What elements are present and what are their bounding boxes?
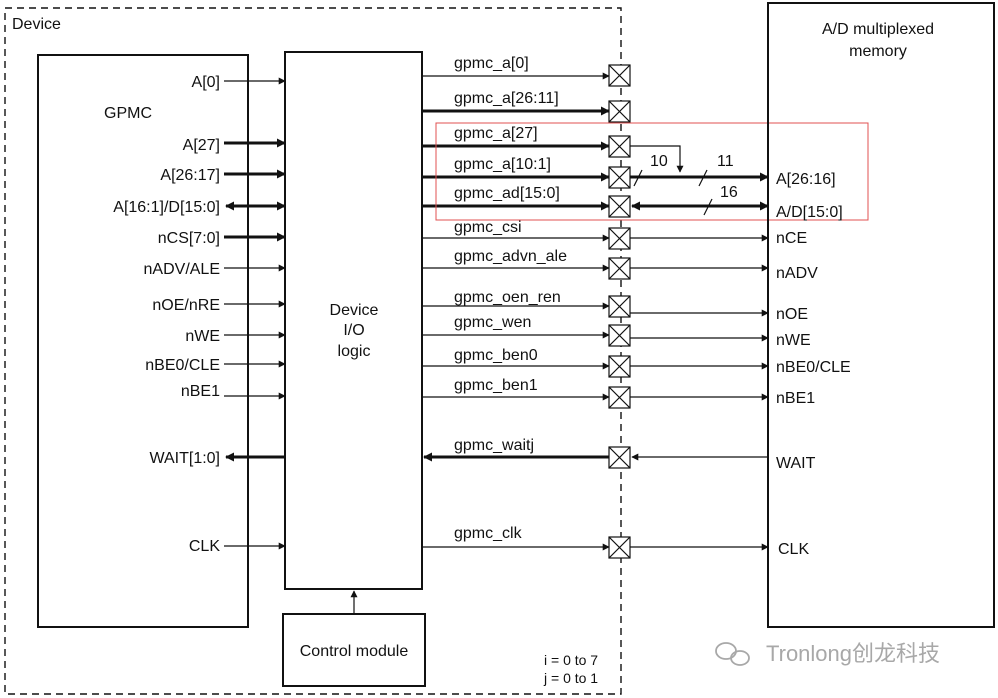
gpmc-pin-nwe: nWE (185, 328, 220, 345)
tick-16 (703, 198, 713, 216)
mem-pin-wait: WAIT (776, 455, 816, 472)
gpmc-block (37, 54, 249, 628)
gpmc-pin-clk: CLK (189, 538, 220, 555)
pad-box (608, 446, 631, 469)
gpmc-pin-nbe1: nBE1 (181, 383, 220, 400)
mem-pin-nce: nCE (776, 230, 807, 247)
memory-title-line1: A/D multiplexed (822, 21, 934, 38)
sig-gpmc-csi: gpmc_csi (454, 219, 522, 236)
mem-pin-clk: CLK (778, 541, 809, 558)
pad-box (608, 135, 631, 158)
mem-pin-a26-16: A[26:16] (776, 171, 836, 188)
gpmc-pin-nadv-ale: nADV/ALE (144, 261, 220, 278)
device-label: Device (12, 16, 61, 33)
sig-gpmc-a27: gpmc_a[27] (454, 125, 538, 142)
bus-width-10: 10 (650, 153, 668, 170)
pad-box (608, 355, 631, 378)
pad-box (608, 386, 631, 409)
pad-box (608, 100, 631, 123)
sig-gpmc-waitj: gpmc_waitj (454, 437, 534, 454)
sig-gpmc-ben1: gpmc_ben1 (454, 377, 538, 394)
gpmc-io-connections (224, 77, 286, 550)
sig-gpmc-wen: gpmc_wen (454, 314, 531, 331)
sig-gpmc-a0: gpmc_a[0] (454, 55, 529, 72)
sig-gpmc-oen-ren: gpmc_oen_ren (454, 289, 561, 306)
sig-gpmc-clk: gpmc_clk (454, 525, 523, 542)
memory-title-line2: memory (849, 43, 907, 60)
memory-connections (630, 145, 769, 551)
pad-box (608, 227, 631, 250)
mem-pin-nbe1: nBE1 (776, 390, 815, 407)
tick-10 (633, 169, 643, 187)
note-i-range: i = 0 to 7 (544, 652, 598, 668)
pad-box (608, 295, 631, 318)
gpmc-pin-a26-17: A[26:17] (160, 167, 220, 184)
mem-pin-nadv: nADV (776, 265, 818, 282)
gpmc-pin-nbe0-cle: nBE0/CLE (145, 357, 220, 374)
memory-block (767, 2, 995, 628)
io-logic-line2: I/O (343, 322, 364, 339)
signal-lines (422, 72, 610, 551)
line-a27-merge (630, 145, 684, 173)
note-j-range: j = 0 to 1 (543, 670, 598, 686)
gpmc-pin-a16-1-d15-0: A[16:1]/D[15:0] (113, 199, 220, 216)
sig-gpmc-ad15-0: gpmc_ad[15:0] (454, 185, 560, 202)
device-boundary (4, 7, 622, 695)
gpmc-label: GPMC (104, 105, 152, 122)
pad-box (608, 166, 631, 189)
mem-pin-noe: nOE (776, 306, 808, 323)
mem-pin-ad15-0: A/D[15:0] (776, 204, 843, 221)
mem-pin-nwe: nWE (776, 332, 811, 349)
pad-box (608, 195, 631, 218)
watermark-text: Tronlong创龙科技 (766, 641, 940, 666)
pad-box (608, 257, 631, 280)
gpmc-pin-noe-nre: nOE/nRE (152, 297, 220, 314)
sig-gpmc-a26-11: gpmc_a[26:11] (454, 90, 559, 107)
wechat-icon (715, 642, 750, 666)
gpmc-pin-a0: A[0] (192, 74, 220, 91)
gpmc-pin-wait: WAIT[1:0] (149, 450, 220, 467)
control-module-label: Control module (300, 643, 409, 660)
bus-width-16: 16 (720, 184, 738, 201)
mem-pin-nbe0-cle: nBE0/CLE (776, 359, 851, 376)
tick-11 (698, 169, 708, 187)
io-logic-line1: Device (330, 302, 379, 319)
io-logic-line3: logic (338, 343, 371, 360)
io-logic-block (284, 51, 423, 590)
pad-box (608, 536, 631, 559)
sig-gpmc-a10-1: gpmc_a[10:1] (454, 156, 551, 173)
control-module-block (282, 613, 426, 687)
bus-width-11: 11 (717, 153, 734, 170)
gpmc-pin-a27: A[27] (183, 137, 220, 154)
pad-box (608, 64, 631, 87)
pad-box (608, 324, 631, 347)
pad-boxes (608, 64, 631, 559)
sig-gpmc-ben0: gpmc_ben0 (454, 347, 538, 364)
highlight-box (435, 122, 869, 221)
gpmc-pin-ncs: nCS[7:0] (158, 230, 220, 247)
sig-gpmc-advn-ale: gpmc_advn_ale (454, 248, 567, 265)
